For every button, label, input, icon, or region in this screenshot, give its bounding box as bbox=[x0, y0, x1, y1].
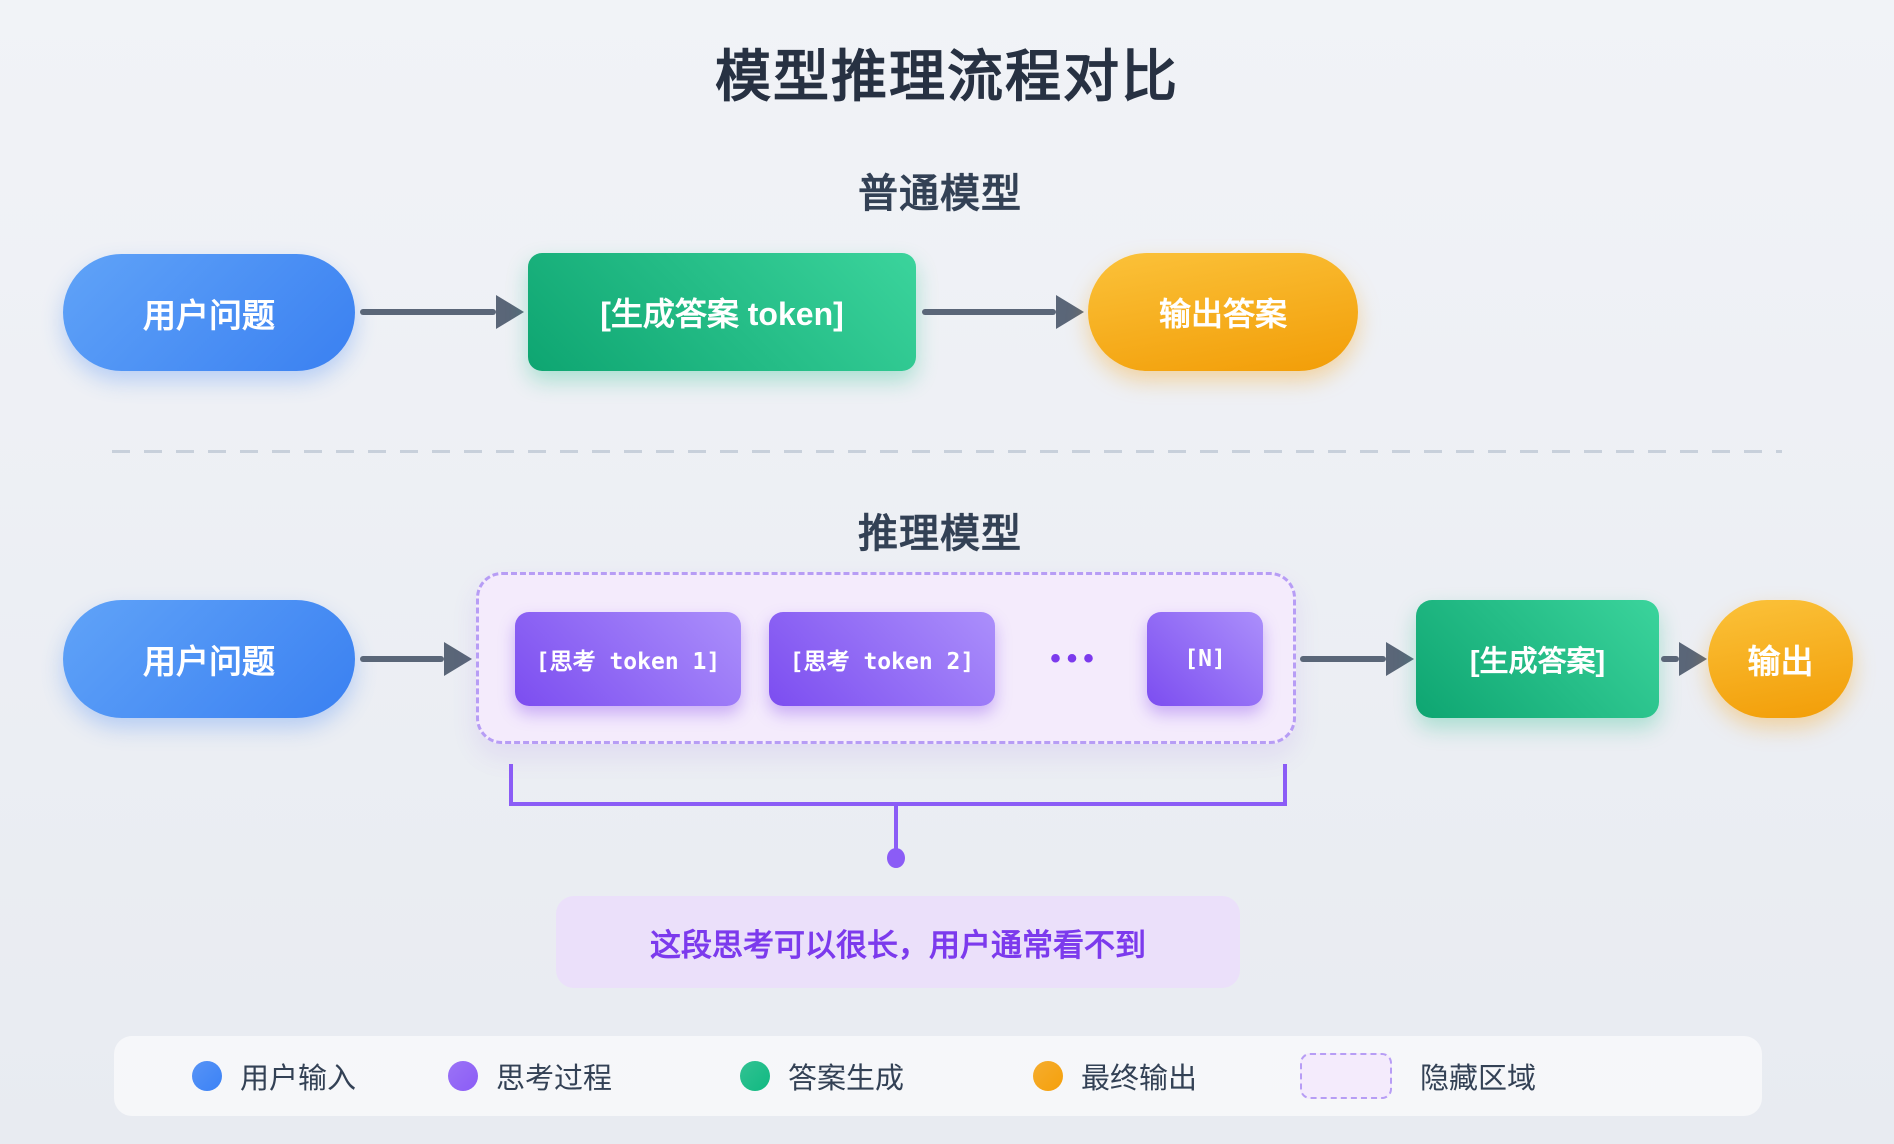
node-output: 输出 bbox=[1708, 600, 1853, 718]
node-user-question-normal: 用户问题 bbox=[63, 254, 355, 371]
node-think-token-1-label: [思考 token 1] bbox=[535, 649, 721, 675]
node-user-question-reasoning: 用户问题 bbox=[63, 600, 355, 718]
bracket-stem bbox=[894, 806, 898, 852]
node-token-n-label: [N] bbox=[1184, 646, 1226, 672]
node-generate-answer: [生成答案] bbox=[1416, 600, 1659, 718]
page-title: 模型推理流程对比 bbox=[715, 44, 1179, 108]
thinking-note: 这段思考可以很长，用户通常看不到 bbox=[556, 896, 1240, 988]
node-output-label: 输出 bbox=[1747, 643, 1814, 680]
node-output-answer: 输出答案 bbox=[1088, 253, 1358, 371]
arrow-head-icon bbox=[1386, 642, 1414, 676]
legend-bar bbox=[114, 1036, 1762, 1116]
normal-model-heading: 普通模型 bbox=[858, 172, 1022, 216]
arrow-head-icon bbox=[1679, 642, 1707, 676]
arrow-shaft bbox=[360, 656, 444, 662]
arrow-shaft bbox=[1300, 656, 1386, 662]
bracket-right bbox=[1283, 764, 1287, 806]
node-generate-answer-token-label: [生成答案 token] bbox=[600, 296, 844, 332]
bracket-left bbox=[509, 764, 513, 806]
legend-dot-final-output-icon bbox=[1033, 1061, 1063, 1091]
arrow-shaft bbox=[1661, 656, 1679, 662]
bracket-bottom bbox=[509, 802, 1287, 806]
arrow-normal-2 bbox=[922, 295, 1084, 329]
arrow-head-icon bbox=[496, 295, 524, 329]
ellipsis-icon: ••• bbox=[1050, 642, 1100, 675]
bracket-dot-icon bbox=[887, 848, 905, 868]
arrow-reasoning-1 bbox=[360, 642, 472, 676]
section-divider bbox=[112, 450, 1782, 453]
arrow-reasoning-2 bbox=[1300, 642, 1414, 676]
node-token-n: [N] bbox=[1147, 612, 1263, 706]
arrow-shaft bbox=[360, 309, 496, 315]
legend-dot-user-input-icon bbox=[192, 1061, 222, 1091]
node-output-answer-label: 输出答案 bbox=[1158, 296, 1287, 332]
arrow-head-icon bbox=[444, 642, 472, 676]
legend-swatch-hidden-area-icon bbox=[1300, 1053, 1392, 1099]
arrow-normal-1 bbox=[360, 295, 524, 329]
arrow-head-icon bbox=[1056, 295, 1084, 329]
legend-label-user-input: 用户输入 bbox=[240, 1063, 357, 1095]
legend-label-answer-generation: 答案生成 bbox=[788, 1063, 905, 1095]
node-user-question-normal-label: 用户问题 bbox=[143, 296, 275, 334]
node-user-question-reasoning-label: 用户问题 bbox=[143, 643, 275, 680]
legend-label-final-output: 最终输出 bbox=[1081, 1063, 1198, 1095]
node-generate-answer-label: [生成答案] bbox=[1469, 646, 1606, 678]
thinking-note-label: 这段思考可以很长，用户通常看不到 bbox=[650, 927, 1146, 963]
node-think-token-1: [思考 token 1] bbox=[515, 612, 741, 706]
node-think-token-2: [思考 token 2] bbox=[769, 612, 995, 706]
legend-dot-answer-generation-icon bbox=[740, 1061, 770, 1091]
node-think-token-2-label: [思考 token 2] bbox=[789, 649, 975, 675]
reasoning-model-heading: 推理模型 bbox=[858, 512, 1022, 556]
legend-dot-thinking-process-icon bbox=[448, 1061, 478, 1091]
legend-label-hidden-area: 隐藏区域 bbox=[1420, 1063, 1537, 1095]
arrow-shaft bbox=[922, 309, 1056, 315]
node-generate-answer-token: [生成答案 token] bbox=[528, 253, 916, 371]
legend-label-thinking-process: 思考过程 bbox=[496, 1063, 613, 1095]
arrow-reasoning-3 bbox=[1661, 642, 1707, 676]
